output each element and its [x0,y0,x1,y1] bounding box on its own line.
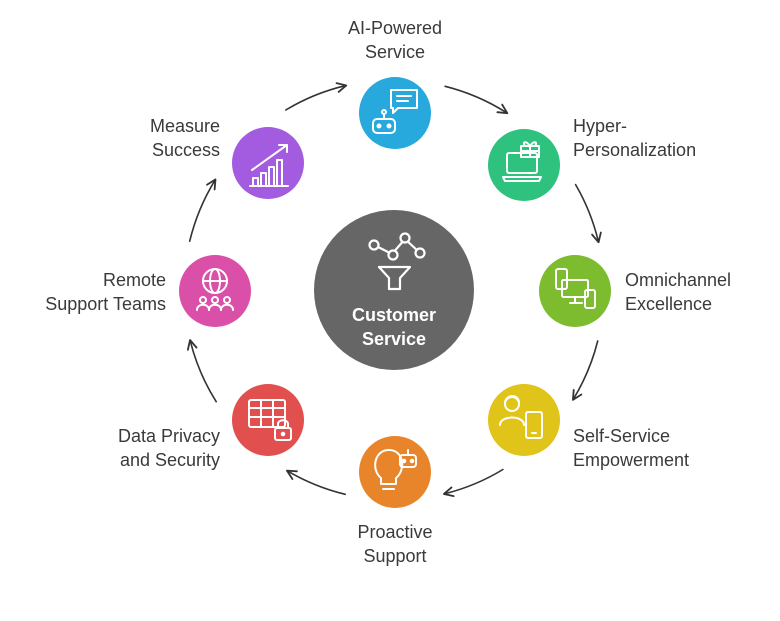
cycle-arrow [572,340,599,401]
node-omnichannel-excellence [539,255,611,327]
laptop-gift-icon [502,141,542,182]
label-data-privacy-security: Data Privacy and Security [117,426,220,470]
node-remote-support-teams [179,255,251,327]
funnel-network-icon [368,232,426,291]
cycle-nodes [179,77,611,508]
label-proactive-support: Proactive Support [357,522,433,566]
cycle-arrow [188,178,217,242]
center-hub [314,210,474,370]
table-lock-icon [248,399,292,441]
node-self-service-empowerment [488,384,560,456]
node-proactive-support [359,436,431,508]
label-remote-support-teams: Remote Support Teams [45,270,166,314]
label-omnichannel-excellence: Omnichannel Excellence [625,270,732,314]
label-self-service-empowerment: Self-Service Empowerment [573,426,690,470]
cycle-arrow [574,183,602,244]
label-ai-powered-service: AI-Powered Service [347,18,443,62]
cycle-arrow [286,469,346,496]
growth-chart-icon [249,144,289,187]
cycle-arrow [443,468,504,498]
lightbulb-bot-icon [374,449,417,490]
globe-team-icon [196,268,234,311]
center-title-line2: Service [361,329,427,349]
cycle-arrow [444,85,509,115]
node-data-privacy-security [232,384,304,456]
cycle-arrows [186,82,602,498]
label-hyper-personalization: Hyper- Personalization [573,116,697,160]
cycle-arrow [186,339,217,403]
center-title: Customer Service [314,303,474,351]
node-ai-powered-service [359,77,431,149]
node-measure-success [232,127,304,199]
devices-icon [555,268,596,309]
label-measure-success: Measure Success [149,116,220,160]
center-title-line1: Customer [351,305,436,325]
node-hyper-personalization [488,129,560,201]
user-tablet-icon [499,395,543,439]
chatbot-robot-icon [372,89,418,134]
cycle-arrow [285,82,348,111]
